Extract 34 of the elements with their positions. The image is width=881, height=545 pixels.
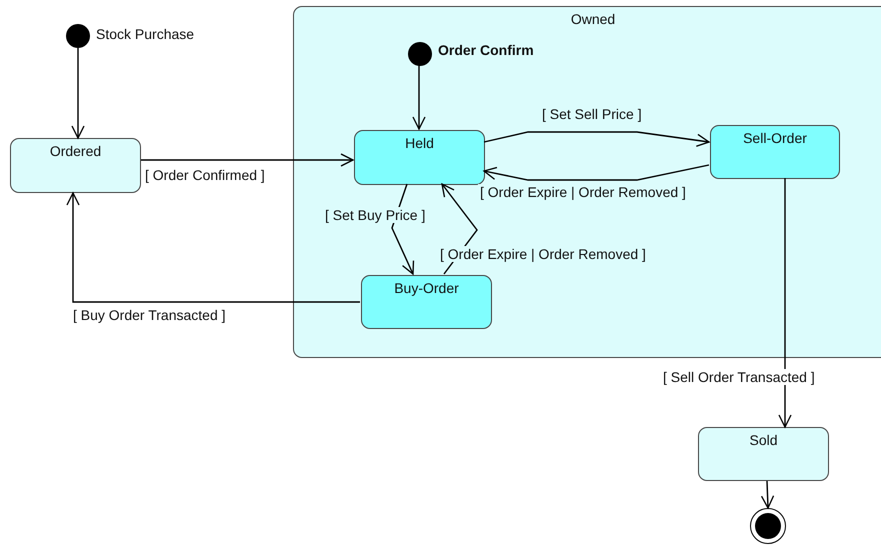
transition-arrow xyxy=(66,192,360,303)
start-point-label: Order Confirm xyxy=(438,42,534,58)
edge-label: [ Buy Order Transacted ] xyxy=(71,307,228,323)
edge-label: [ Set Buy Price ] xyxy=(323,207,428,223)
transition-arrow xyxy=(412,65,426,130)
edge-label: [ Order Confirmed ] xyxy=(143,167,267,183)
state-box xyxy=(10,138,141,193)
composite-state xyxy=(293,6,881,358)
state-name: Buy-Order xyxy=(394,280,459,296)
edge-label: [ Order Expire | Order Removed ] xyxy=(438,246,648,262)
state-name: Ordered xyxy=(50,143,102,159)
transition-arrow xyxy=(71,48,85,139)
start-point-label: Stock Purchase xyxy=(96,26,194,42)
transition-arrow xyxy=(760,480,774,509)
state-box xyxy=(354,130,485,185)
initial-state-dot xyxy=(66,24,90,48)
state-name: Held xyxy=(405,135,434,151)
edge-label: [ Sell Order Transacted ] xyxy=(661,369,817,385)
state-box xyxy=(698,427,829,481)
transition-arrow xyxy=(483,164,710,181)
transition-arrow xyxy=(484,131,710,147)
state-name: Sold xyxy=(749,432,778,448)
state-box xyxy=(361,275,492,329)
transition-arrow xyxy=(778,178,792,428)
transition-arrow xyxy=(391,184,414,275)
composite-state-title: Owned xyxy=(570,11,616,27)
transition-arrow xyxy=(141,153,354,167)
state-name: Sell-Order xyxy=(743,130,807,146)
edge-label: [ Order Expire | Order Removed ] xyxy=(478,184,688,200)
transition-arrow xyxy=(441,183,478,274)
state-box xyxy=(710,125,840,179)
final-state-symbol xyxy=(750,508,786,544)
edge-label: [ Set Sell Price ] xyxy=(540,106,644,122)
initial-state-dot xyxy=(408,42,432,66)
